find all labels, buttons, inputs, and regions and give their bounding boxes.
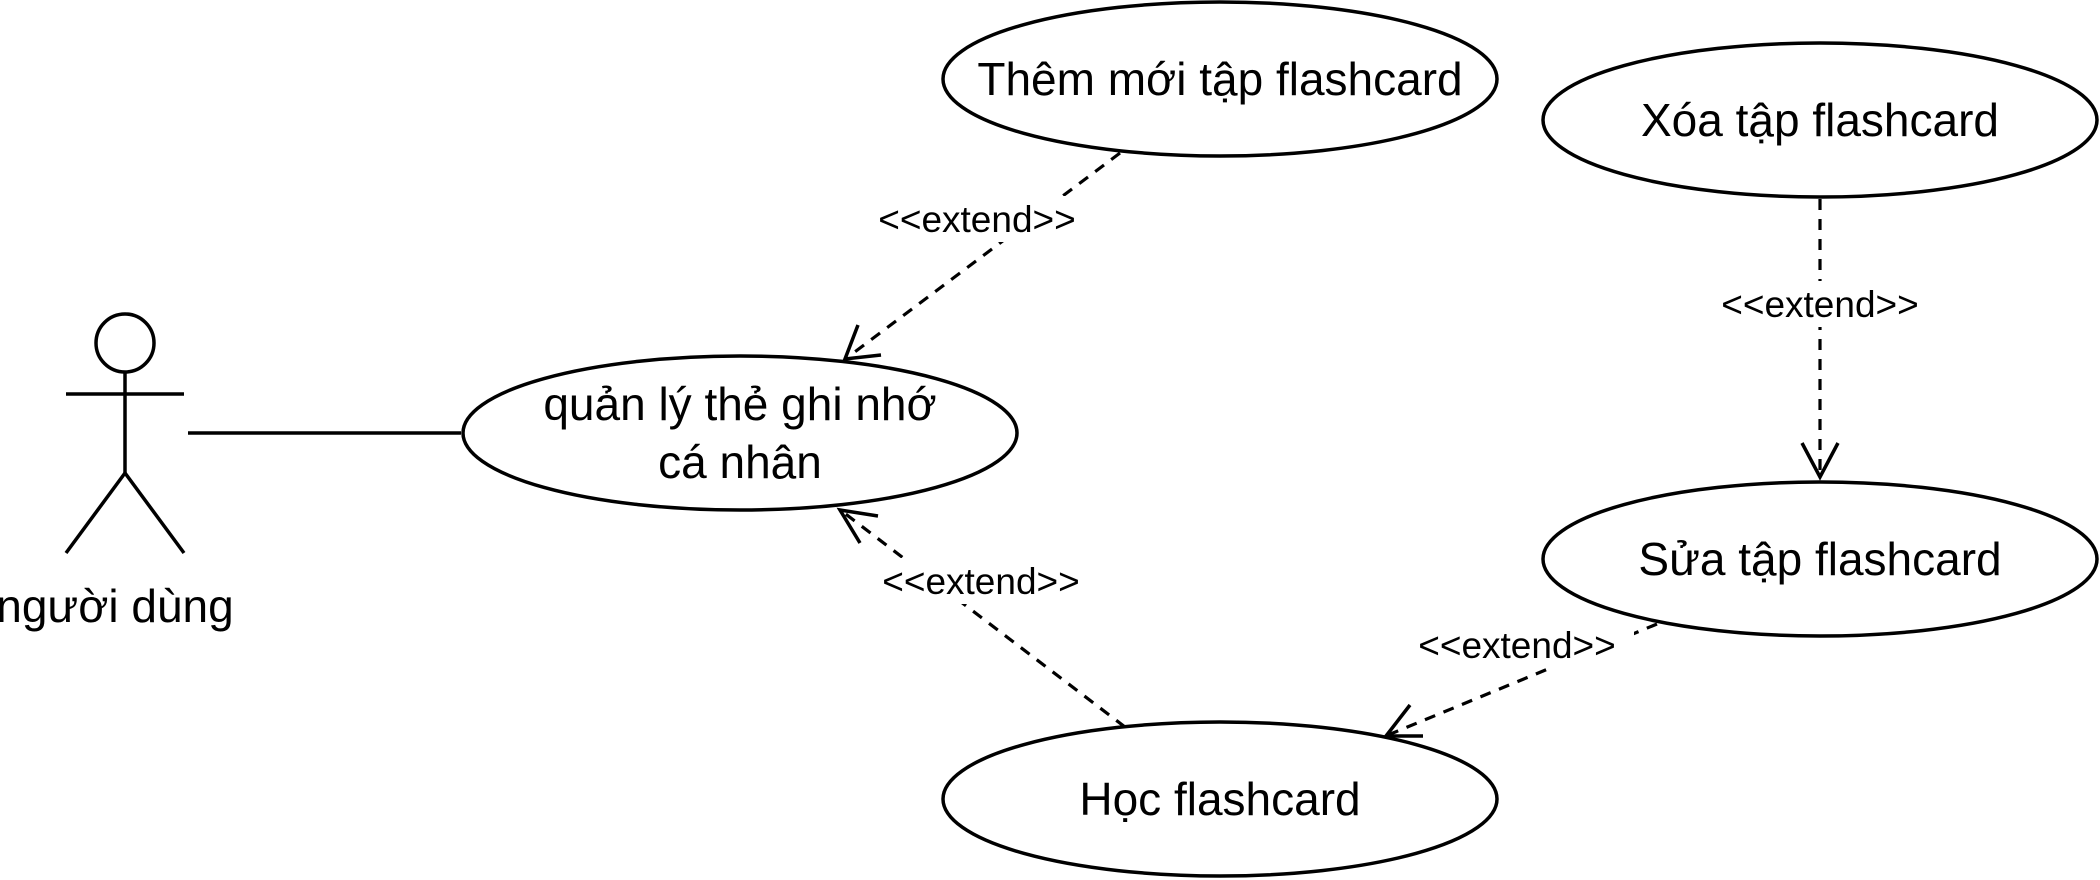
use-case-manage-label-line-2: cá nhân xyxy=(658,436,822,488)
use-case-delete[interactable]: Xóa tập flashcard xyxy=(1541,41,2099,199)
extend-arrowhead-edit xyxy=(1382,703,1423,738)
use-case-add-label: Thêm mới tập flashcard xyxy=(977,53,1462,105)
extend-arrowhead-add xyxy=(842,324,882,362)
extend-label-delete-bg xyxy=(1703,281,1937,327)
use-case-add[interactable]: Thêm mới tập flashcard xyxy=(941,0,1499,158)
extend-label-edit: <<extend>> xyxy=(1418,625,1616,666)
extend-arrowhead-study xyxy=(836,507,879,544)
actor-head xyxy=(94,312,156,374)
use-case-delete-shape xyxy=(1541,41,2099,199)
use-case-edit-label: Sửa tập flashcard xyxy=(1638,533,2001,585)
extend-label-study-bg xyxy=(864,558,1098,604)
use-case-edit[interactable]: Sửa tập flashcard xyxy=(1541,480,2099,638)
use-case-manage[interactable]: quản lý thẻ ghi nhớ cá nhân xyxy=(461,354,1019,512)
extend-label-study: <<extend>> xyxy=(882,561,1080,602)
extend-label-edit-bg xyxy=(1400,622,1634,668)
extend-line-study-to-manage xyxy=(842,510,1126,729)
use-case-manage-label-line-1: quản lý thẻ ghi nhớ xyxy=(543,378,936,430)
extend-label-add-bg xyxy=(860,196,1094,242)
actor-label: người dùng xyxy=(0,580,234,632)
actor-right-leg xyxy=(123,471,186,555)
use-case-manage-shape xyxy=(461,354,1019,512)
use-case-add-shape xyxy=(941,0,1499,158)
actor-left-leg xyxy=(64,471,127,555)
extend-label-delete: <<extend>> xyxy=(1721,284,1919,325)
extend-line-add-to-manage xyxy=(847,151,1121,359)
use-case-delete-label: Xóa tập flashcard xyxy=(1641,94,1999,146)
use-case-study[interactable]: Học flashcard xyxy=(941,720,1499,878)
extend-arrowhead-delete xyxy=(1800,442,1840,481)
use-case-edit-shape xyxy=(1541,480,2099,638)
use-case-study-label: Học flashcard xyxy=(1079,773,1360,825)
extend-label-add: <<extend>> xyxy=(878,199,1076,240)
actor-nguoi-dung[interactable]: người dùng xyxy=(0,312,234,632)
use-case-study-shape xyxy=(941,720,1499,878)
